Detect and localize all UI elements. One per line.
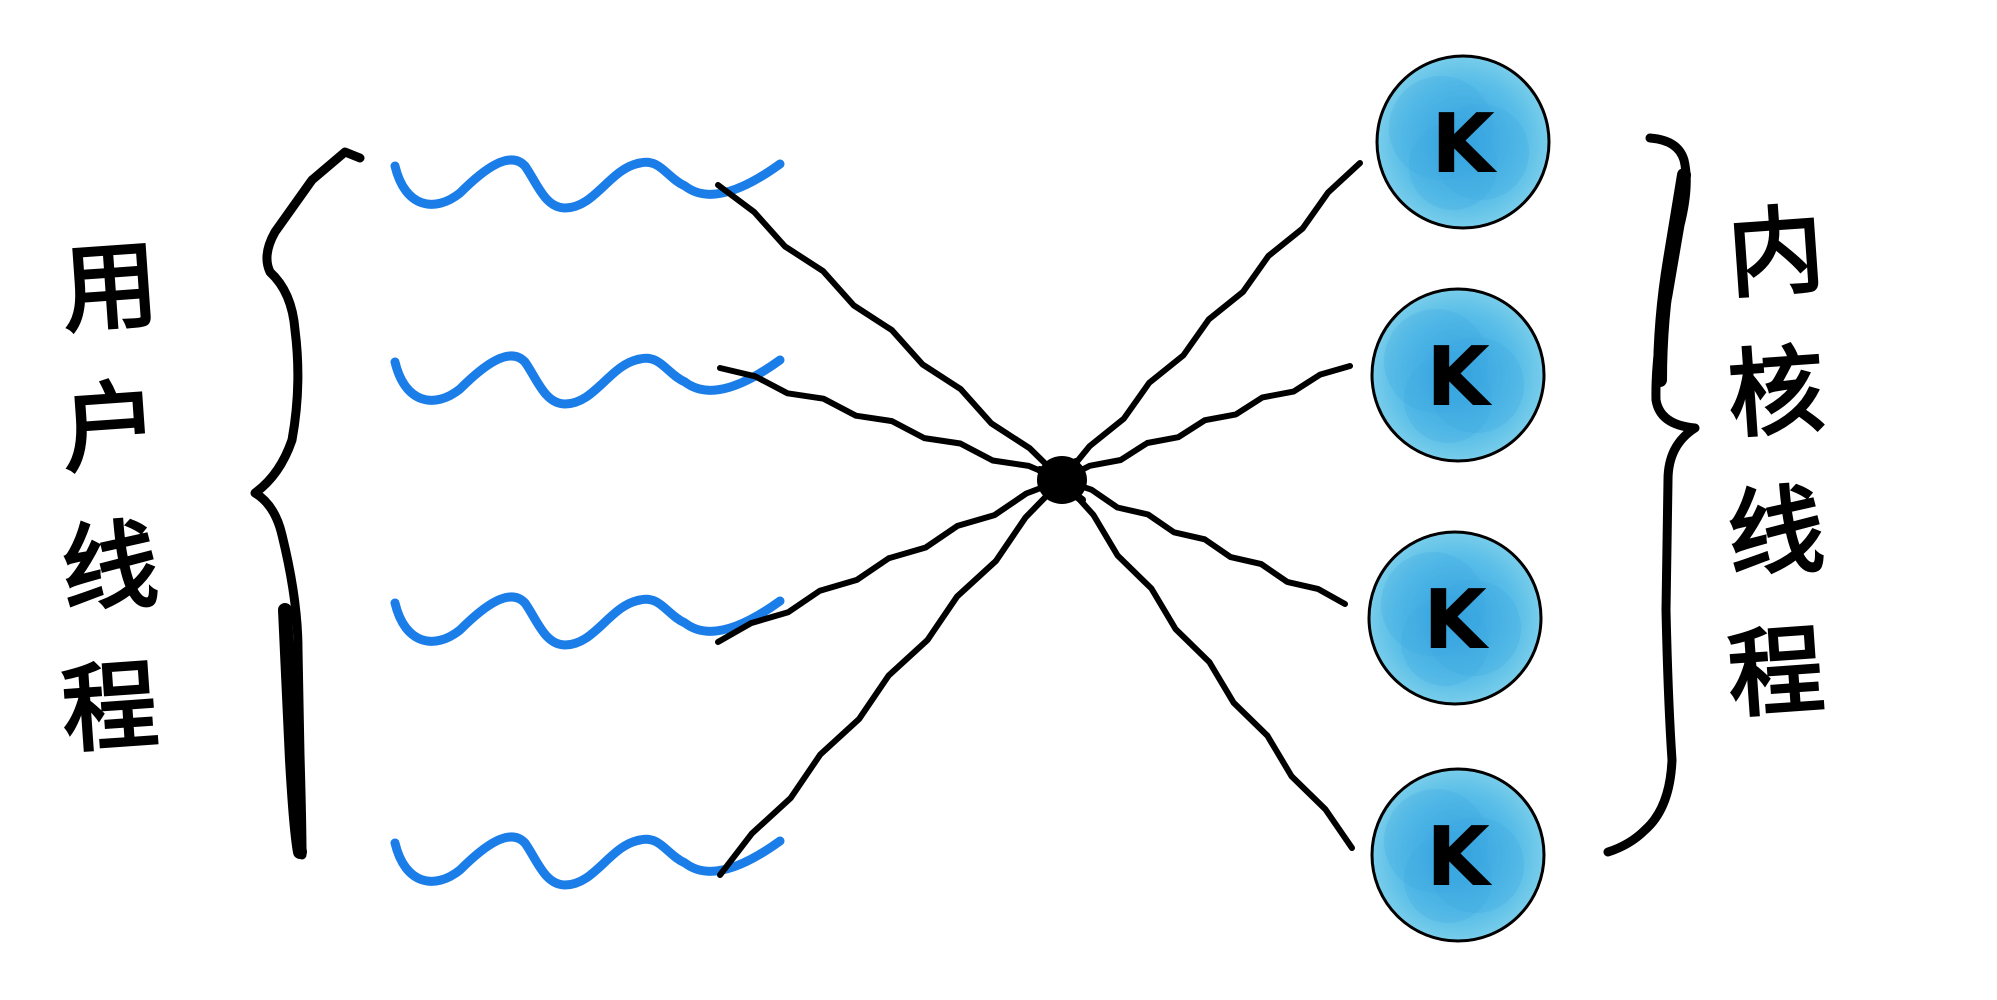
- hub-to-kernel-line: [1059, 363, 1353, 483]
- kernel-threads-brace: [1603, 133, 1700, 857]
- kernel-thread-node: K: [1367, 530, 1543, 706]
- kernel-node-shading: [1389, 76, 1493, 180]
- user-thread-waves: [390, 155, 785, 890]
- user-to-hub-line: [717, 365, 1065, 483]
- user-threads-brace: [250, 147, 365, 860]
- kernel-node-shading: [1401, 598, 1489, 686]
- kernel-node-label: K: [1423, 573, 1490, 668]
- user-threads-brace-tail: [278, 603, 307, 859]
- hub-to-kernel-line: [1059, 160, 1363, 483]
- user-to-hub-line: [715, 182, 1065, 483]
- kernel-node-shading: [1433, 104, 1529, 200]
- kernel-threads-brace-thick: [1653, 168, 1691, 387]
- kernel-thread-node: K: [1375, 54, 1551, 230]
- kernel-thread-node: K: [1370, 287, 1546, 463]
- hub-to-kernel-line: [1059, 477, 1348, 607]
- user-to-hub-line: [717, 477, 1065, 878]
- user-thread-wave: [390, 155, 785, 213]
- kernel-node-shading: [1425, 580, 1521, 676]
- kernel-node-label: K: [1431, 97, 1498, 192]
- kernel-node-circle: [1375, 54, 1551, 230]
- kernel-node-shading: [1428, 817, 1524, 913]
- kernel-thread-nodes: K K K K: [1367, 54, 1551, 943]
- user-thread-wave: [390, 351, 785, 409]
- center-hub: [1036, 456, 1087, 504]
- kernel-node-shading: [1404, 355, 1492, 443]
- kernel-node-circle: [1370, 767, 1546, 943]
- kernel-node-shading: [1384, 789, 1488, 893]
- kernel-node-circle: [1367, 530, 1543, 706]
- user-to-hub-line: [715, 477, 1065, 645]
- kernel-node-shading: [1409, 122, 1497, 210]
- hub-to-kernel-line: [1059, 477, 1355, 851]
- kernel-node-shading: [1404, 835, 1492, 923]
- kernel-node-circle: [1370, 287, 1546, 463]
- kernel-node-label: K: [1426, 330, 1493, 425]
- kernel-thread-node: K: [1370, 767, 1546, 943]
- thread-connections: [715, 160, 1363, 878]
- user-thread-wave: [390, 832, 785, 890]
- kernel-node-shading: [1428, 337, 1524, 433]
- kernel-node-shading: [1381, 552, 1485, 656]
- user-thread-wave: [390, 592, 785, 650]
- kernel-node-shading: [1384, 309, 1488, 413]
- kernel-node-label: K: [1426, 810, 1493, 905]
